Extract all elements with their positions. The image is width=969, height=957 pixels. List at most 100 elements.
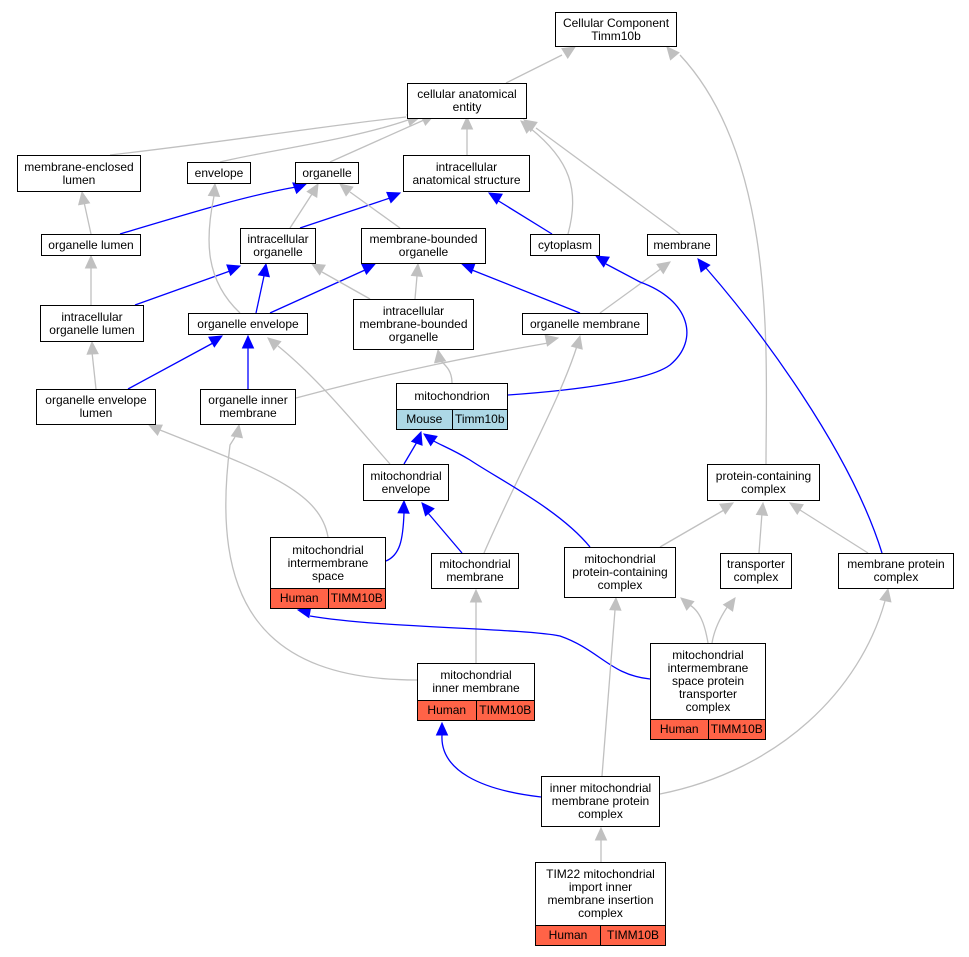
node-membrane-enclosed-lumen[interactable]: membrane-enclosed lumen <box>17 155 141 192</box>
node-label: cellular anatomical entity <box>417 87 517 114</box>
node-organelle-membrane[interactable]: organelle membrane <box>522 313 648 335</box>
node-membrane[interactable]: membrane <box>647 234 717 256</box>
node-membrane-protein-complex[interactable]: membrane protein complex <box>838 553 954 589</box>
node-intracellular-organelle-lumen[interactable]: intracellular organelle lumen <box>40 305 144 342</box>
edge-oim-to-om <box>295 342 549 399</box>
edge-ol-to-mel <box>83 201 92 235</box>
edge-cyto-to-ias <box>496 199 553 235</box>
arrowhead-mpcc-to-mito <box>423 433 438 447</box>
node-envelope[interactable]: envelope <box>187 162 251 184</box>
arrowhead-pcc-to-cc <box>666 46 680 61</box>
arrowhead-oel-to-oe <box>208 335 224 348</box>
arrowhead-oim-to-oe <box>241 334 255 349</box>
node-label: TIM22 mitochondrial import inner membran… <box>546 867 655 920</box>
node-intracellular-anatomical-structure[interactable]: intracellular anatomical structure <box>403 155 530 192</box>
edge-pcc-to-cc <box>679 54 768 465</box>
arrowhead-me-to-mito <box>410 430 423 446</box>
node-mitochondrial-protein-containing-complex[interactable]: mitochondrial protein-containing complex <box>564 547 676 598</box>
node-membrane-bounded-organelle[interactable]: membrane-bounded organelle <box>361 228 486 264</box>
arrowhead-mim-to-oim <box>230 423 244 439</box>
arrowhead-cae-to-cc <box>561 46 577 59</box>
node-label: organelle envelope lumen <box>45 393 147 420</box>
edge-imbo-to-io <box>321 271 371 300</box>
arrowhead-iol-to-io <box>226 264 242 277</box>
arrowhead-mimc-to-mpcc <box>680 597 695 611</box>
arrowhead-imbo-to-io <box>310 263 326 276</box>
node-mitochondrial-envelope[interactable]: mitochondrial envelope <box>363 464 449 501</box>
node-label: inner mitochondrial membrane protein com… <box>549 781 652 821</box>
edge-tc-to-pcc <box>758 512 763 554</box>
arrowhead-io-to-ias <box>386 191 402 204</box>
arrowhead-io-to-org <box>306 182 319 198</box>
arrowhead-tc-to-pcc <box>755 501 769 516</box>
arrowhead-mprc-to-pcc <box>788 502 804 515</box>
node-organelle-envelope-lumen[interactable]: organelle envelope lumen <box>36 389 156 425</box>
node-intracellular-membrane-bounded-organelle[interactable]: intracellular membrane-bounded organelle <box>353 299 474 350</box>
arrowhead-mito-to-cyto <box>594 255 610 268</box>
edge-mito-to-cyto <box>507 263 688 396</box>
node-mitochondrial-inner-membrane[interactable]: mitochondrial inner membrane Human TIMM1… <box>417 663 535 721</box>
edge-mis-to-oel <box>159 429 329 538</box>
edge-io-to-ias <box>299 197 391 229</box>
edge-imm-to-mpcc <box>601 609 616 777</box>
node-mitochondrion[interactable]: mitochondrion Mouse Timm10b <box>396 383 508 430</box>
edge-mimc-to-tc <box>711 602 731 644</box>
arrowhead-ol-to-org <box>292 182 308 195</box>
arrowhead-iol-to-ol <box>84 254 98 269</box>
edges <box>83 54 886 862</box>
annotation-row: Mouse Timm10b <box>397 409 507 429</box>
node-label: mitochondrial membrane <box>439 557 511 584</box>
species-tag: Human <box>651 720 708 739</box>
edge-mpcc-to-pcc <box>659 509 725 548</box>
edge-mis-to-me <box>385 512 405 562</box>
arrowhead-me-to-oe <box>267 337 282 351</box>
node-transporter-complex[interactable]: transporter complex <box>720 553 792 589</box>
node-mitochondrial-intermembrane-space[interactable]: mitochondrial intermembrane space Human … <box>270 537 386 609</box>
node-label: mitochondrial intermembrane space <box>287 542 369 583</box>
node-label: mitochondrial envelope <box>370 468 442 496</box>
node-label: organelle envelope <box>197 316 299 331</box>
edge-env-to-cae <box>219 119 409 163</box>
arrowhead-mimc-to-tc <box>722 597 736 612</box>
annotation-row: Human TIMM10B <box>536 925 665 945</box>
node-organelle-inner-membrane[interactable]: organelle inner membrane <box>200 389 296 425</box>
edge-org-to-cae <box>329 119 425 163</box>
node-label: intracellular organelle lumen <box>49 309 135 337</box>
node-organelle-lumen[interactable]: organelle lumen <box>41 234 141 256</box>
arrowhead-cyto-to-ias <box>487 192 503 205</box>
arrowhead-mim-to-mm <box>469 588 483 603</box>
edge-om-to-mbo <box>471 269 581 314</box>
arrowhead-mm-to-me <box>421 502 435 517</box>
arrowhead-mis-to-me <box>397 499 410 514</box>
node-protein-containing-complex[interactable]: protein-containing complex <box>707 464 820 501</box>
arrowhead-oel-to-iol <box>86 340 99 355</box>
arrowhead-om-to-mbo <box>460 262 476 275</box>
node-label: mitochondrial intermembrane space protei… <box>667 648 749 714</box>
node-organelle-envelope[interactable]: organelle envelope <box>188 313 308 335</box>
edge-oe-to-io <box>255 275 265 314</box>
node-inner-mitochondrial-membrane-protein-complex[interactable]: inner mitochondrial membrane protein com… <box>541 776 660 827</box>
arrowhead-membrane-to-cae <box>523 119 538 133</box>
node-tim22-complex[interactable]: TIM22 mitochondrial import inner membran… <box>535 862 666 946</box>
node-intracellular-organelle[interactable]: intracellular organelle <box>240 228 316 264</box>
node-cellular-component[interactable]: Cellular Component Timm10b <box>555 12 677 47</box>
edge-mpcc-to-mito <box>431 439 591 548</box>
arrowhead-mito-to-imbo <box>433 348 447 364</box>
arrowhead-mprc-to-membrane <box>697 258 711 273</box>
edge-imm-to-mim <box>441 734 542 798</box>
species-tag: Human <box>418 701 476 720</box>
node-label: organelle lumen <box>48 237 134 252</box>
node-cellular-anatomical-entity[interactable]: cellular anatomical entity <box>407 83 527 119</box>
node-label: cytoplasm <box>537 237 593 252</box>
node-mitochondrial-membrane[interactable]: mitochondrial membrane <box>431 553 519 589</box>
arrowhead-mm-to-om <box>570 334 583 350</box>
node-cytoplasm[interactable]: cytoplasm <box>530 234 600 256</box>
arrowhead-oe-to-io <box>257 262 271 278</box>
arrowhead-ol-to-mel <box>77 190 91 206</box>
node-organelle[interactable]: organelle <box>295 162 359 184</box>
edge-mm-to-om <box>483 345 578 554</box>
node-label: Cellular Component Timm10b <box>562 15 670 43</box>
node-mitochondrial-ims-protein-transporter-complex[interactable]: mitochondrial intermembrane space protei… <box>650 643 766 740</box>
arrowhead-imm-to-mpcc <box>609 596 622 611</box>
